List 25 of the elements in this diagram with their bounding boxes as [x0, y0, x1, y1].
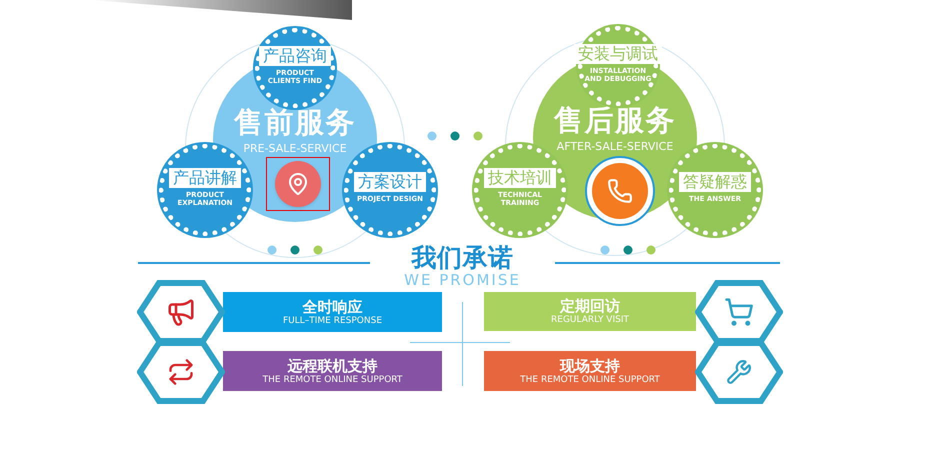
bar-subtitle: THE REMOTE ONLINE SUPPORT — [520, 374, 660, 386]
promise-bar — [223, 292, 442, 332]
service-subtitle: AFTER-SALE-SERVICE — [556, 139, 674, 155]
heading-subtitle: WE PROMISE — [404, 272, 521, 288]
badge-title: 技术培训 — [484, 168, 556, 188]
promise-bar — [223, 351, 442, 391]
service-subtitle: PRE-SALE-SERVICE — [243, 141, 347, 157]
bar-subtitle: REGULARLY VISIT — [551, 315, 629, 326]
service-title: 售后服务 — [554, 106, 676, 135]
bar-subtitle: THE REMOTE ONLINE SUPPORT — [262, 374, 402, 386]
bar-title: 远程联机支持 — [288, 356, 378, 374]
bar-subtitle: FULL–TIME RESPONSE — [282, 316, 382, 326]
bar-title: 定期回访 — [560, 297, 620, 315]
badge-title: 产品讲解 — [169, 168, 241, 188]
badge-title: 产品咨询 — [259, 46, 331, 66]
bar-title: 全时响应 — [302, 298, 362, 316]
badge-title: 方案设计 — [354, 172, 426, 192]
service-title: 售前服务 — [234, 108, 356, 137]
promise-bar — [484, 351, 696, 391]
service-badge — [255, 28, 335, 108]
heading: 我们承诺 — [411, 244, 514, 272]
badge-title: 安装与调试 — [574, 44, 662, 64]
bar-title: 现场支持 — [560, 356, 620, 374]
badge-title: 答疑解惑 — [679, 172, 751, 192]
promise-bar — [484, 292, 696, 331]
